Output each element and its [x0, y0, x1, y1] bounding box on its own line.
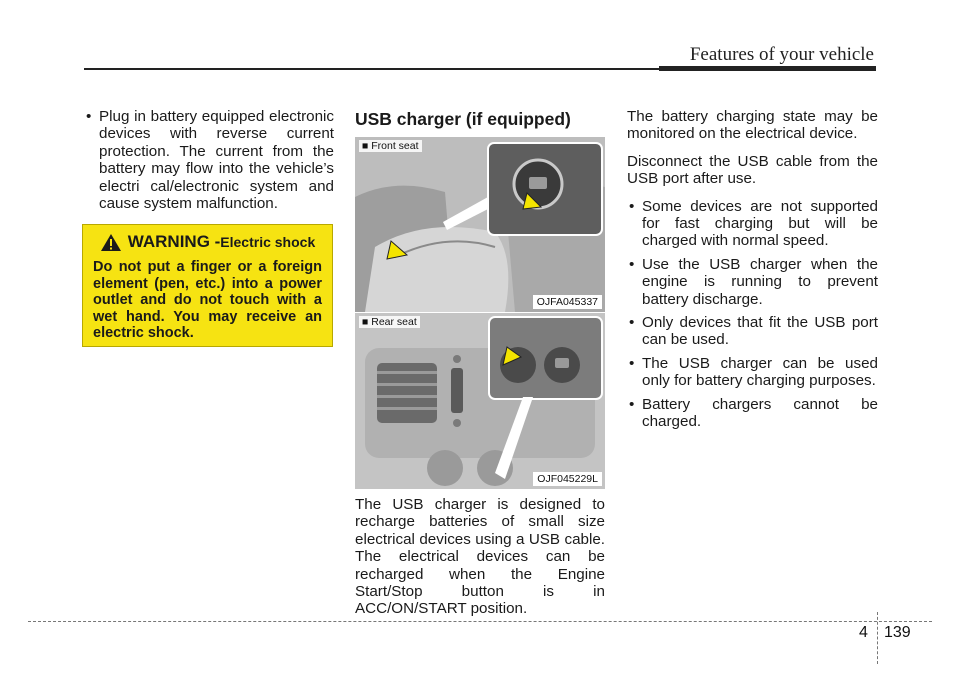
figure-front-seat-code: OJFA045337 [532, 295, 602, 309]
column-middle: USB charger (if equipped) [355, 108, 605, 138]
header-rule-thick [659, 66, 876, 71]
bullet-fit-port: Only devices that fit the USB port can b… [627, 314, 878, 349]
figure-rear-seat-code: OJF045229L [533, 472, 602, 486]
warning-subtitle: Electric shock [220, 234, 316, 251]
usb-charger-description: The USB charger is designed to recharge … [355, 496, 605, 618]
column-left: Plug in battery equipped electronic devi… [84, 108, 334, 218]
bullet-fast-charging: Some devices are not supported for fast … [627, 198, 878, 250]
paragraph-disconnect: Disconnect the USB cable from the USB po… [627, 152, 878, 188]
rear-seat-illustration [355, 313, 605, 489]
header-title: Features of your vehicle [689, 44, 874, 65]
bullet-reverse-current: Plug in battery equipped electronic devi… [84, 108, 334, 212]
section-title-usb-charger: USB charger (if equipped) [355, 109, 571, 129]
warning-box: WARNING - Electric shock Do not put a fi… [82, 224, 333, 347]
figure-front-seat-label: ■ Front seat [359, 140, 422, 152]
warning-heading: WARNING - Electric shock [93, 233, 322, 252]
figure-front-seat: ■ Front seat OJFA045337 [355, 137, 605, 312]
figure-rear-seat: ■ Rear seat OJF045229L [355, 313, 605, 489]
bullet-engine-running: Use the USB charger when the engine is r… [627, 256, 878, 308]
bullet-charging-only: The USB charger can be used only for bat… [627, 355, 878, 390]
header-rule [84, 68, 659, 70]
page-number: 139 [884, 624, 911, 641]
paragraph-charging-state: The battery charging state may be monito… [627, 108, 878, 143]
column-right: The battery charging state may be monito… [627, 108, 878, 437]
footer-divider [877, 612, 878, 664]
bullet-battery-chargers: Battery chargers cannot be charged. [627, 396, 878, 431]
column-middle-body: The USB charger is designed to recharge … [355, 496, 605, 628]
footer-rule [28, 621, 932, 622]
warning-triangle-icon [100, 234, 121, 251]
chapter-number: 4 [859, 624, 868, 641]
figure-rear-seat-label: ■ Rear seat [359, 316, 420, 328]
front-seat-illustration [355, 137, 605, 312]
warning-word: WARNING - [127, 232, 221, 252]
warning-text: Do not put a finger or a foreign element… [93, 259, 322, 341]
